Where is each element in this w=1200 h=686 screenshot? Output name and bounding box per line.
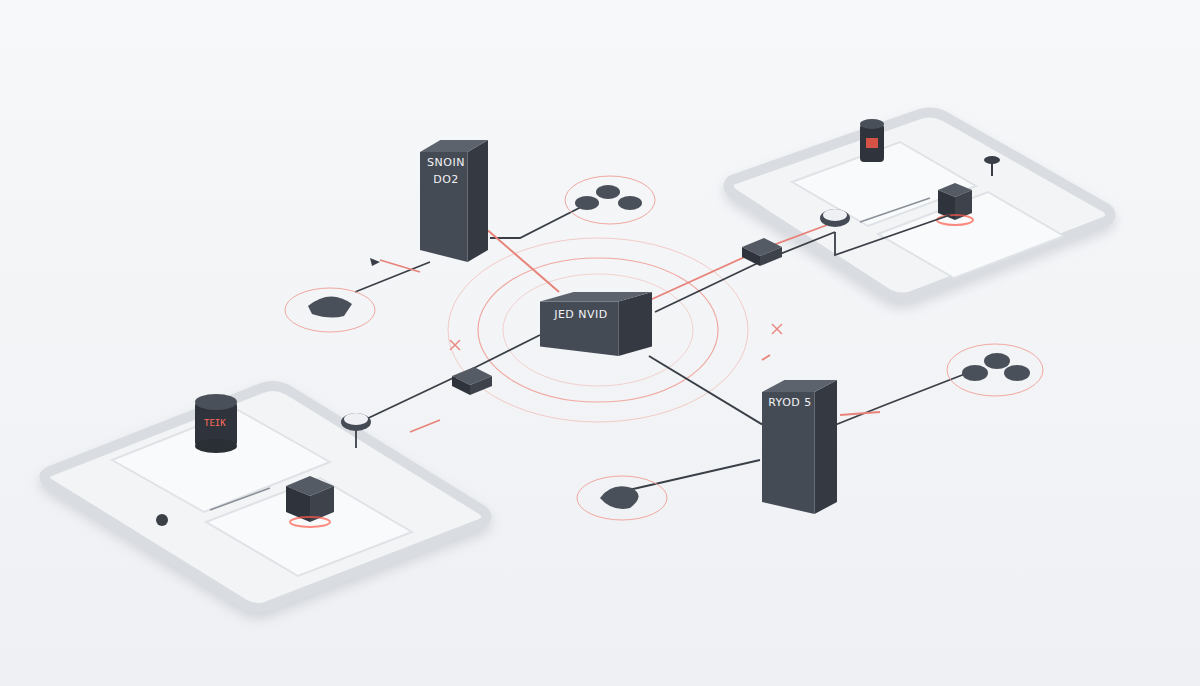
platform <box>728 112 1110 297</box>
device-cube <box>286 476 334 527</box>
lens <box>341 209 850 431</box>
connector <box>649 356 762 424</box>
user-icon <box>577 476 667 520</box>
prism-shape <box>540 292 652 356</box>
sensor-pin <box>984 156 1000 176</box>
device-label: TEIK <box>202 418 228 428</box>
node-text: SNOIN <box>427 156 465 169</box>
node-text: JED NVID <box>554 308 608 321</box>
hub-box: JED NVID <box>540 292 652 356</box>
node-text: RYOD 5 <box>768 396 812 409</box>
camera-cylinder <box>860 119 884 162</box>
platform <box>44 386 486 608</box>
signal-rings <box>448 238 748 422</box>
node-cluster <box>565 176 1043 396</box>
shield-icon <box>285 258 380 332</box>
relay-box <box>452 238 782 395</box>
server-tower: SNOIN DO2 <box>420 140 488 262</box>
device-cube <box>937 183 973 225</box>
camera-cylinder <box>195 394 237 453</box>
server-tower: RYOD 5 <box>762 380 837 514</box>
connector <box>488 230 559 292</box>
node-text: DO2 <box>433 173 459 186</box>
